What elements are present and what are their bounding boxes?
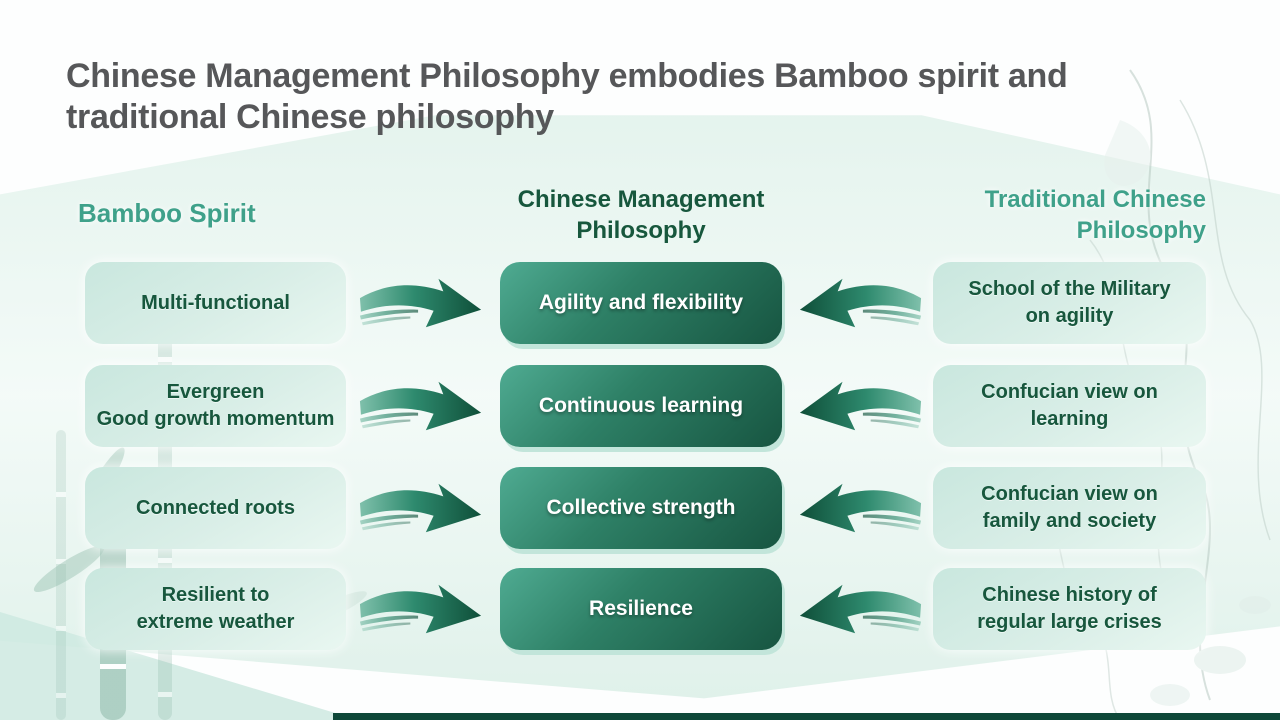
arrow-left-icon	[799, 381, 922, 431]
tradition-box: Confucian view on learning	[933, 365, 1206, 447]
diagram-row: Multi-functional Agility and flexibility…	[0, 262, 1280, 344]
diagram-row: Resilient to extreme weather Resilience …	[0, 568, 1280, 650]
tradition-box: Chinese history of regular large crises	[933, 568, 1206, 650]
arrow-left-icon	[799, 278, 922, 328]
slide-title: Chinese Management Philosophy embodies B…	[66, 57, 1068, 136]
diagram-row: Evergreen Good growth momentum Continuou…	[0, 365, 1280, 447]
arrow-right-icon	[359, 584, 482, 634]
philosophy-box: Agility and flexibility	[500, 262, 782, 344]
column-header-traditional-philosophy: Traditional Chinese Philosophy	[984, 186, 1206, 244]
bamboo-trait-box: Evergreen Good growth momentum	[85, 365, 346, 447]
column-header-management-philosophy: Chinese Management Philosophy	[517, 186, 765, 244]
philosophy-box: Continuous learning	[500, 365, 782, 447]
column-header-bamboo-spirit: Bamboo Spirit	[78, 198, 256, 228]
arrow-right-icon	[359, 381, 482, 431]
bamboo-trait-box: Connected roots	[85, 467, 346, 549]
philosophy-box: Collective strength	[500, 467, 782, 549]
bottom-edge-bar	[333, 713, 1280, 720]
tradition-box: Confucian view on family and society	[933, 467, 1206, 549]
arrow-left-icon	[799, 584, 922, 634]
philosophy-box: Resilience	[500, 568, 782, 650]
diagram-row: Connected roots Collective strength Conf…	[0, 467, 1280, 549]
arrow-right-icon	[359, 483, 482, 533]
arrow-left-icon	[799, 483, 922, 533]
bamboo-trait-box: Resilient to extreme weather	[85, 568, 346, 650]
bamboo-trait-box: Multi-functional	[85, 262, 346, 344]
tradition-box: School of the Military on agility	[933, 262, 1206, 344]
arrow-right-icon	[359, 278, 482, 328]
